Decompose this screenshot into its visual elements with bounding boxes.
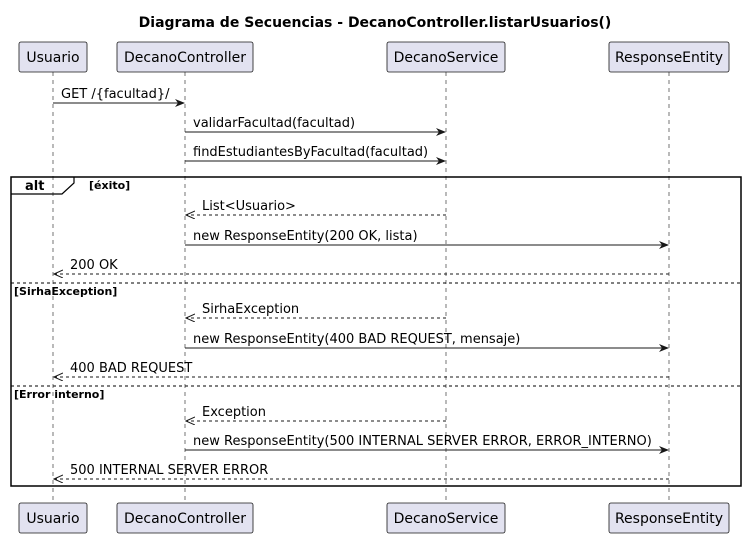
- message-label: findEstudiantesByFacultad(facultad): [193, 145, 428, 160]
- alt-frame: [10, 176, 742, 487]
- participant-label-controller-top: DecanoController: [124, 50, 246, 66]
- participant-label-controller-bottom: DecanoController: [124, 511, 246, 527]
- participant-label-usuario-bottom: Usuario: [26, 511, 79, 527]
- participant-label-response-bottom: ResponseEntity: [615, 511, 723, 527]
- message-label: SirhaException: [202, 302, 299, 317]
- participant-box-response-bottom: [608, 502, 730, 534]
- alt-fragment: alt [éxito] [SirhaException] [Error interno…: [10, 176, 742, 487]
- participant-box-response-top: [608, 41, 730, 73]
- message-label: new ResponseEntity(500 INTERNAL SERVER E…: [193, 434, 652, 449]
- message-label: List<Usuario>: [202, 199, 296, 214]
- alt-tab: [11, 177, 75, 195]
- message-label: Exception: [202, 405, 266, 420]
- participant-label-service-top: DecanoService: [394, 50, 499, 66]
- participants: UsuarioUsuarioDecanoControllerDecanoCont…: [18, 41, 730, 534]
- message-label: 500 INTERNAL SERVER ERROR: [70, 463, 268, 478]
- message-label: 200 OK: [70, 258, 118, 273]
- participant-label-response-top: ResponseEntity: [615, 50, 723, 66]
- lifelines: [52, 72, 670, 513]
- alt-guard: [SirhaException]: [14, 285, 117, 298]
- participant-label-usuario-top: Usuario: [26, 50, 79, 66]
- participant-box-controller-bottom: [116, 502, 254, 534]
- participant-box-usuario-top: [18, 41, 88, 73]
- messages: GET /{facultad}/ validarFacultad(facultad…: [53, 87, 669, 479]
- participant-box-service-bottom: [386, 502, 506, 534]
- participant-box-usuario-bottom: [18, 502, 88, 534]
- alt-guard: [Error interno]: [14, 388, 104, 401]
- message-label: new ResponseEntity(200 OK, lista): [193, 229, 418, 244]
- participant-box-service-top: [386, 41, 506, 73]
- alt-guard: [éxito]: [89, 179, 130, 192]
- message-label: new ResponseEntity(400 BAD REQUEST, mens…: [193, 332, 520, 347]
- message-label: validarFacultad(facultad): [193, 116, 355, 131]
- participant-box-controller-top: [116, 41, 254, 73]
- alt-keyword: alt: [25, 179, 44, 194]
- message-label: GET /{facultad}/: [61, 87, 170, 102]
- diagram-title: Diagrama de Secuencias - DecanoControlle…: [139, 15, 612, 31]
- participant-label-service-bottom: DecanoService: [394, 511, 499, 527]
- message-label: 400 BAD REQUEST: [70, 361, 192, 376]
